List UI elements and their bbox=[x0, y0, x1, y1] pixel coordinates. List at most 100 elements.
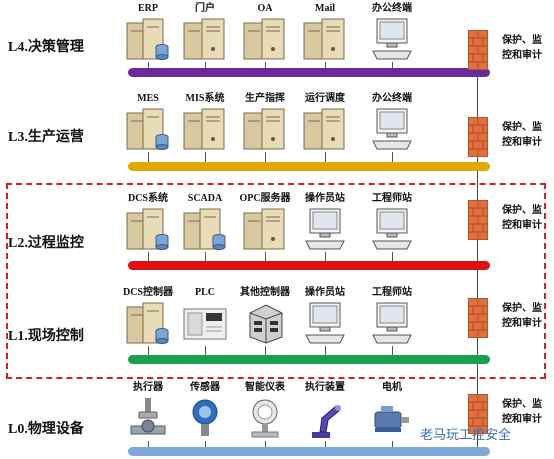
node-l4-3: Mail bbox=[292, 2, 358, 61]
node-bus-link bbox=[205, 441, 206, 447]
plc-icon bbox=[172, 301, 238, 345]
firewall-icon bbox=[467, 393, 489, 438]
node-bus-link bbox=[148, 152, 149, 162]
bus-l4 bbox=[128, 68, 490, 77]
server-icon bbox=[232, 17, 298, 61]
node-l0-3: 执行装置 bbox=[292, 381, 358, 440]
node-l3-1: MIS系统 bbox=[172, 92, 238, 151]
firewall-icon bbox=[467, 199, 489, 244]
node-bus-link bbox=[205, 252, 206, 261]
node-bus-link bbox=[205, 62, 206, 68]
protection-line-1: 保护、监 bbox=[502, 35, 542, 46]
bus-l1 bbox=[128, 355, 490, 364]
node-l3-2: 生产指挥 bbox=[232, 92, 298, 151]
node-bus-link bbox=[148, 441, 149, 447]
server-icon bbox=[172, 17, 238, 61]
node-label: DCS系统 bbox=[127, 193, 168, 204]
protection-line-2: 控和审计 bbox=[502, 414, 542, 425]
protection-text: 保护、监控和审计 bbox=[502, 33, 542, 63]
protection-line-1: 保护、监 bbox=[502, 122, 542, 133]
node-bus-link bbox=[265, 346, 266, 355]
protection-text: 保护、监控和审计 bbox=[502, 301, 542, 331]
node-l1-0: DCS控制器 bbox=[115, 286, 181, 345]
node-label: DCS控制器 bbox=[122, 287, 173, 298]
node-bus-link bbox=[148, 346, 149, 355]
server-db-icon bbox=[172, 207, 238, 251]
node-label: 门户 bbox=[195, 3, 215, 14]
node-l2-1: SCADA bbox=[172, 192, 238, 251]
node-label: 操作员站 bbox=[305, 193, 345, 204]
node-label: 电机 bbox=[382, 382, 402, 393]
node-l0-1: 传感器 bbox=[172, 381, 238, 440]
valve-icon bbox=[115, 396, 181, 440]
node-bus-link bbox=[325, 252, 326, 261]
server-icon bbox=[232, 207, 298, 251]
node-l2-0: DCS系统 bbox=[115, 192, 181, 251]
node-bus-link bbox=[265, 252, 266, 261]
node-l3-4: 办公终端 bbox=[359, 92, 425, 151]
protection-line-2: 控和审计 bbox=[502, 220, 542, 231]
node-l2-2: OPC服务器 bbox=[232, 192, 298, 251]
node-label: OPC服务器 bbox=[239, 193, 291, 204]
node-bus-link bbox=[205, 152, 206, 162]
server-icon bbox=[172, 107, 238, 151]
motor-icon bbox=[359, 396, 425, 440]
robot-arm-icon bbox=[292, 396, 358, 440]
workstation-icon bbox=[359, 301, 425, 345]
node-label: 办公终端 bbox=[372, 3, 412, 14]
server-icon bbox=[292, 17, 358, 61]
node-l1-1: PLC bbox=[172, 286, 238, 345]
node-l4-4: 办公终端 bbox=[359, 2, 425, 61]
node-bus-link bbox=[392, 152, 393, 162]
protection-line-2: 控和审计 bbox=[502, 50, 542, 61]
meter-icon bbox=[232, 396, 298, 440]
node-l4-2: OA bbox=[232, 2, 298, 61]
firewall-trunk-line bbox=[477, 40, 478, 452]
node-bus-link bbox=[325, 152, 326, 162]
firewall-icon bbox=[467, 116, 489, 161]
node-bus-link bbox=[148, 252, 149, 261]
node-label: SCADA bbox=[187, 193, 223, 204]
protection-line-2: 控和审计 bbox=[502, 137, 542, 148]
protection-line-1: 保护、监 bbox=[502, 399, 542, 410]
node-bus-link bbox=[392, 346, 393, 355]
node-label: 操作员站 bbox=[305, 287, 345, 298]
firewall-icon bbox=[467, 29, 489, 74]
node-bus-link bbox=[392, 62, 393, 68]
protection-line-1: 保护、监 bbox=[502, 303, 542, 314]
protection-line-1: 保护、监 bbox=[502, 205, 542, 216]
protection-text: 保护、监控和审计 bbox=[502, 203, 542, 233]
node-label: MES bbox=[137, 93, 159, 104]
level-label-l4: L4.决策管理 bbox=[8, 40, 84, 55]
node-label: 运行调度 bbox=[305, 93, 345, 104]
node-bus-link bbox=[205, 346, 206, 355]
firewall-icon bbox=[467, 297, 489, 342]
level-label-l0: L0.物理设备 bbox=[8, 422, 84, 437]
server-db-icon bbox=[115, 301, 181, 345]
server-db-icon bbox=[115, 17, 181, 61]
workstation-icon bbox=[359, 107, 425, 151]
level-label-l2: L2.过程监控 bbox=[8, 236, 84, 251]
highlight-box bbox=[6, 183, 546, 379]
node-l2-4: 工程师站 bbox=[359, 192, 425, 251]
node-label: 工程师站 bbox=[372, 193, 412, 204]
node-label: 执行装置 bbox=[305, 382, 345, 393]
level-label-l1: L1.现场控制 bbox=[8, 329, 84, 344]
node-label: 工程师站 bbox=[372, 287, 412, 298]
node-label: OA bbox=[257, 3, 273, 14]
node-label: 执行器 bbox=[133, 382, 163, 393]
node-label: ERP bbox=[138, 3, 158, 14]
sensor-icon bbox=[172, 396, 238, 440]
node-l4-0: ERP bbox=[115, 2, 181, 61]
bus-l3 bbox=[128, 162, 490, 171]
node-l1-2: 其他控制器 bbox=[232, 286, 298, 345]
node-bus-link bbox=[265, 62, 266, 68]
node-label: 生产指挥 bbox=[245, 93, 285, 104]
server-icon bbox=[232, 107, 298, 151]
node-label: PLC bbox=[195, 287, 215, 298]
node-label: 智能仪表 bbox=[245, 382, 285, 393]
node-l2-3: 操作员站 bbox=[292, 192, 358, 251]
protection-line-2: 控和审计 bbox=[502, 318, 542, 329]
node-bus-link bbox=[325, 441, 326, 447]
node-l4-1: 门户 bbox=[172, 2, 238, 61]
